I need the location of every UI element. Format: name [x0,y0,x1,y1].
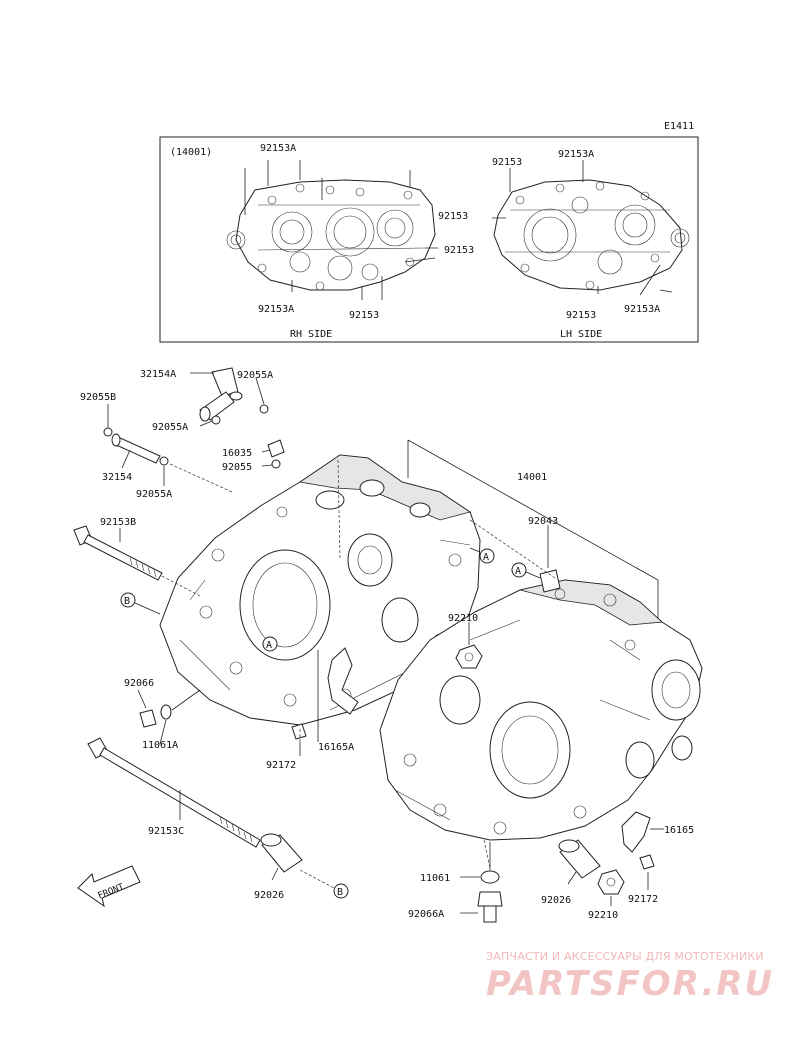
inset-lh-label-3: 92153 [438,211,468,222]
label-92055A-3: 92055A [136,489,172,500]
washer-11061 [480,870,500,884]
label-16165A: 16165A [318,742,354,753]
label-32154: 32154 [102,472,132,483]
inset-rh-label-4: 92153 [349,310,379,321]
label-92210-1: 92210 [448,613,478,624]
breather-pipe-32154A [199,367,243,422]
ref-b-right-text: B [337,887,343,898]
label-92210-2: 92210 [588,910,618,921]
dowel-92026-right [558,839,601,879]
label-16035: 16035 [222,448,252,459]
clip-92055A-mid [211,415,221,425]
rh-crankcase [159,454,481,726]
bolt-92153B [73,525,163,581]
gasket-16165A [327,647,359,715]
ref-a-top-text: A [483,552,489,563]
inset-lh-side: LH SIDE [560,329,602,340]
inset-rh-crankcase [226,160,438,300]
label-92055: 92055 [222,462,252,473]
ref-a-rh-text: A [266,640,272,651]
inset-lh-label-1: 92153 [492,157,522,168]
label-92026-1: 92026 [254,890,284,901]
dowel-92026-left [260,833,303,873]
label-92172-2: 92172 [628,894,658,905]
nut-92210-bottom [597,869,625,895]
drain-plug-92066A [477,891,503,923]
drain-plug-92066 [139,704,172,728]
dowel-92043 [539,569,561,593]
label-92055B: 92055B [80,392,116,403]
ref-a-rh [262,636,278,652]
inset-lh-label-4: 92153 [566,310,596,321]
inset-lh-label-2: 92153A [558,149,594,160]
inset-rh-label-2: 92153A [258,304,294,315]
clip-92055B [103,427,113,437]
ref-a-top [479,548,495,564]
inset-ref: (14001) [170,147,212,158]
ref-a-lh-text: A [515,566,521,577]
label-92066A: 92066A [408,909,444,920]
gasket-16165 [621,811,651,853]
label-92153B: 92153B [100,517,136,528]
label-92153C: 92153C [148,826,184,837]
ref-b-left [120,592,136,608]
label-92055A-2: 92055A [152,422,188,433]
label-92026-2: 92026 [541,895,571,906]
fitting-16035 [267,439,285,469]
ref-a-lh [511,562,527,578]
bolt-92172-rh [291,723,307,740]
inset-rh-side: RH SIDE [290,329,332,340]
label-92066: 92066 [124,678,154,689]
inset-rh-label-3: 92153 [444,245,474,256]
inset-lh-label-5: 92153A [624,304,660,315]
inset-lh-crankcase [492,160,690,296]
lh-crankcase [379,579,703,841]
label-92055A-1: 92055A [237,370,273,381]
ref-b-left-text: B [124,596,130,607]
watermark-tagline: ЗАПЧАСТИ И АКСЕССУАРЫ ДЛЯ МОТОТЕХНИКИ [486,950,764,963]
label-92172-1: 92172 [266,760,296,771]
ref-b-right [333,883,349,899]
label-32154A: 32154A [140,369,176,380]
watermark-logo: PARTSFOR.RU [486,964,775,1004]
label-11061: 11061 [420,873,450,884]
label-14001: 14001 [517,472,547,483]
label-11061A: 11061A [142,740,178,751]
clip-92055A-top [259,404,269,414]
front-arrow-icon: FRONT [77,865,141,908]
inset-box: (14001) 92153A [159,136,699,343]
bolt-92172-lh [639,854,655,870]
clip-92055A-low [159,456,169,466]
inset-rh-label-1: 92153A [260,143,296,154]
diagram-code: E1411 [664,121,694,132]
nut-92210-top [455,644,483,669]
breather-pipe-32154 [111,433,161,464]
label-92043: 92043 [528,516,558,527]
label-16165: 16165 [664,825,694,836]
